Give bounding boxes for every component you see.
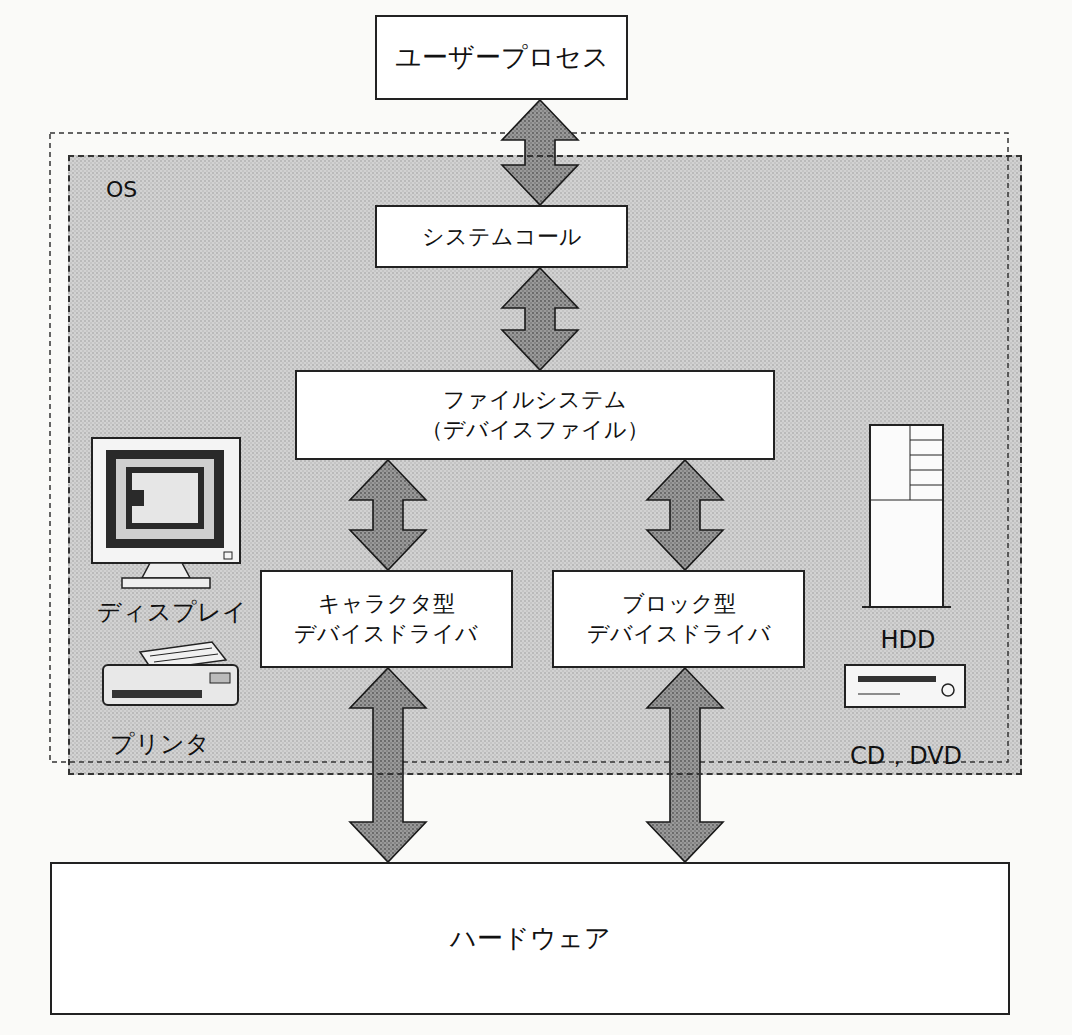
node-label: ファイルシステム （デバイスファイル）: [390, 385, 680, 444]
text-group: OS: [106, 175, 137, 205]
node-label: ハードウェア: [450, 921, 611, 956]
process-box: ユーザープロセス: [375, 15, 628, 100]
node-label: ユーザープロセス: [395, 40, 609, 75]
file-system-box: ファイルシステム （デバイスファイル）: [295, 370, 775, 460]
double-arrow: [350, 668, 426, 862]
double-arrow: [647, 668, 723, 862]
text-group: ブロック型 デバイスドライバ: [566, 589, 791, 648]
os-outer-dashed-frame: [50, 133, 1008, 762]
double-arrow: [647, 460, 723, 570]
text-group: ファイルシステム （デバイスファイル）: [390, 385, 680, 444]
node-label: キャラクタ型 デバイスドライバ: [274, 589, 499, 648]
hardware-box: ハードウェア: [50, 862, 1010, 1015]
text-group: キャラクタ型 デバイスドライバ: [274, 589, 499, 648]
os-region: OS システムコールファイルシステム （デバイスファイル） キャラクタ型 デバイスド…: [68, 155, 1022, 775]
device-label: CD，DVD: [850, 742, 962, 771]
printer-icon: [103, 642, 238, 705]
hdd-tower-icon: [862, 425, 951, 607]
device-label: プリンタ: [110, 730, 210, 759]
node-label: ブロック型 デバイスドライバ: [566, 589, 791, 648]
device-label: HDD: [880, 626, 935, 655]
driver-box: ブロック型 デバイスドライバ: [552, 570, 805, 668]
node-label: システムコール: [422, 222, 582, 252]
display-icon: [92, 438, 240, 588]
cd-dvd-drive-icon: [845, 665, 965, 707]
os-shading: [68, 155, 1022, 775]
double-arrow: [502, 268, 578, 370]
text-group: システムコール: [422, 222, 582, 252]
layer-box: システムコール: [375, 205, 628, 268]
double-arrow: [502, 100, 578, 205]
double-arrow: [350, 460, 426, 570]
text-group: ハードウェア: [450, 921, 611, 956]
device-label: ディスプレイ: [97, 598, 247, 627]
driver-box: キャラクタ型 デバイスドライバ: [260, 570, 513, 668]
node-label: OS: [106, 175, 137, 205]
text-group: ユーザープロセス: [395, 40, 609, 75]
